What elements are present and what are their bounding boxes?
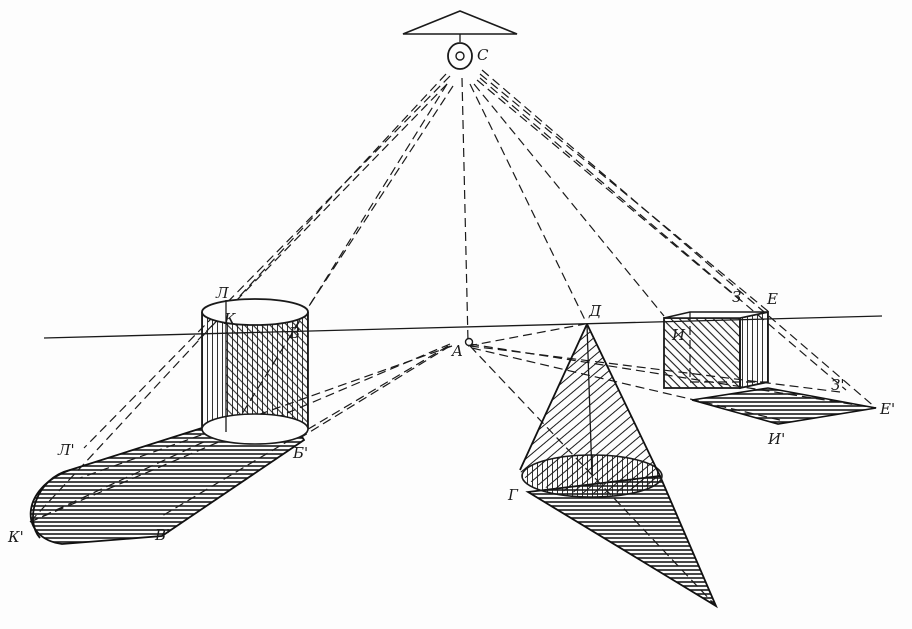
labels: C A Л К В Л' К' В' Б' Д Г З Е И З' Е' И' [7, 46, 895, 546]
label-shadow-b: Б' [292, 444, 308, 462]
label-shadow-i: И' [767, 430, 785, 448]
label-shadow-l: Л' [57, 441, 75, 459]
label-cube-z: З [732, 288, 741, 306]
label-cyl-top-k: К [223, 310, 236, 328]
cylinder [201, 298, 309, 445]
label-cube-i: И [671, 326, 686, 344]
label-cone-apex: Д [588, 302, 602, 320]
label-cyl-top-left: Л [215, 284, 229, 302]
cone [519, 323, 663, 498]
label-shadow-z: З' [831, 376, 844, 394]
label-shadow-e: Е' [879, 400, 895, 418]
foot-point [464, 337, 474, 347]
lamp [402, 10, 518, 70]
cube [663, 310, 769, 390]
light-rays [29, 69, 877, 523]
label-cyl-top-right: В [288, 324, 300, 342]
label-cone-base: Г [507, 486, 519, 504]
label-shadow-v: В' [154, 526, 170, 544]
label-lamp: C [477, 46, 489, 64]
label-shadow-k: К' [7, 528, 24, 546]
label-foot: A [450, 342, 463, 360]
label-cube-e: Е [766, 290, 778, 308]
cube-shadow [691, 387, 877, 425]
